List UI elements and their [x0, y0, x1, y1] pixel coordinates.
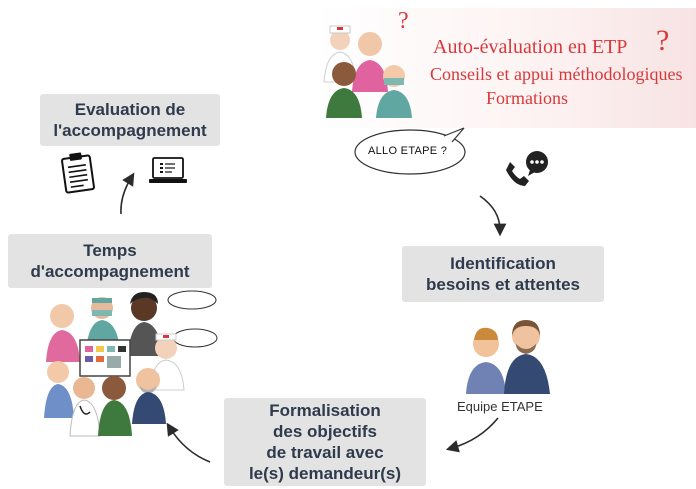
- identification-line-1: Identification: [450, 254, 556, 273]
- step-temps: Temps d'accompagnement: [8, 234, 212, 288]
- formalisation-line-2: des objectifs: [273, 422, 377, 441]
- speech-bubble: [354, 127, 466, 175]
- laptop-icon: [149, 157, 187, 183]
- evaluation-line-2: l'accompagnement: [53, 121, 207, 140]
- team-label: Equipe ETAPE: [457, 399, 543, 414]
- step-identification: Identification besoins et attentes: [402, 246, 604, 302]
- formalisation-line-1: Formalisation: [269, 401, 381, 420]
- formalisation-line-3: de travail avec: [266, 443, 384, 462]
- phone-icon: [506, 162, 529, 186]
- small-question-mark: ?: [398, 8, 409, 34]
- evaluation-line-1: Evaluation de: [74, 100, 186, 119]
- identification-line-2: besoins et attentes: [426, 275, 580, 294]
- header-line-3: Formations: [486, 88, 569, 108]
- step-formalisation: Formalisation des objectifs de travail a…: [224, 398, 426, 486]
- question-mark: ?: [656, 24, 670, 57]
- chat-icon: [526, 151, 548, 176]
- header-line-1: Auto-évaluation en ETP: [433, 36, 628, 58]
- formalisation-line-4: le(s) demandeur(s): [248, 464, 402, 483]
- temps-line-1: Temps: [83, 241, 137, 260]
- meeting-group-illustration: [44, 290, 218, 437]
- temps-line-2: d'accompagnement: [30, 262, 190, 281]
- step-evaluation: Evaluation de l'accompagnement: [40, 94, 220, 146]
- health-team-illustration: [323, 25, 412, 118]
- arrow-to-identification: [479, 195, 507, 237]
- arrow-to-temps: [166, 422, 211, 463]
- arrow-to-formalisation: [445, 417, 499, 453]
- etape-team-illustration: [466, 320, 550, 394]
- clipboard-icon: [61, 152, 95, 194]
- header-line-2: Conseils et appui méthodologiques: [430, 64, 683, 84]
- bubble-text: ALLO ETAPE ?: [368, 145, 448, 157]
- arrow-to-evaluation: [120, 172, 135, 215]
